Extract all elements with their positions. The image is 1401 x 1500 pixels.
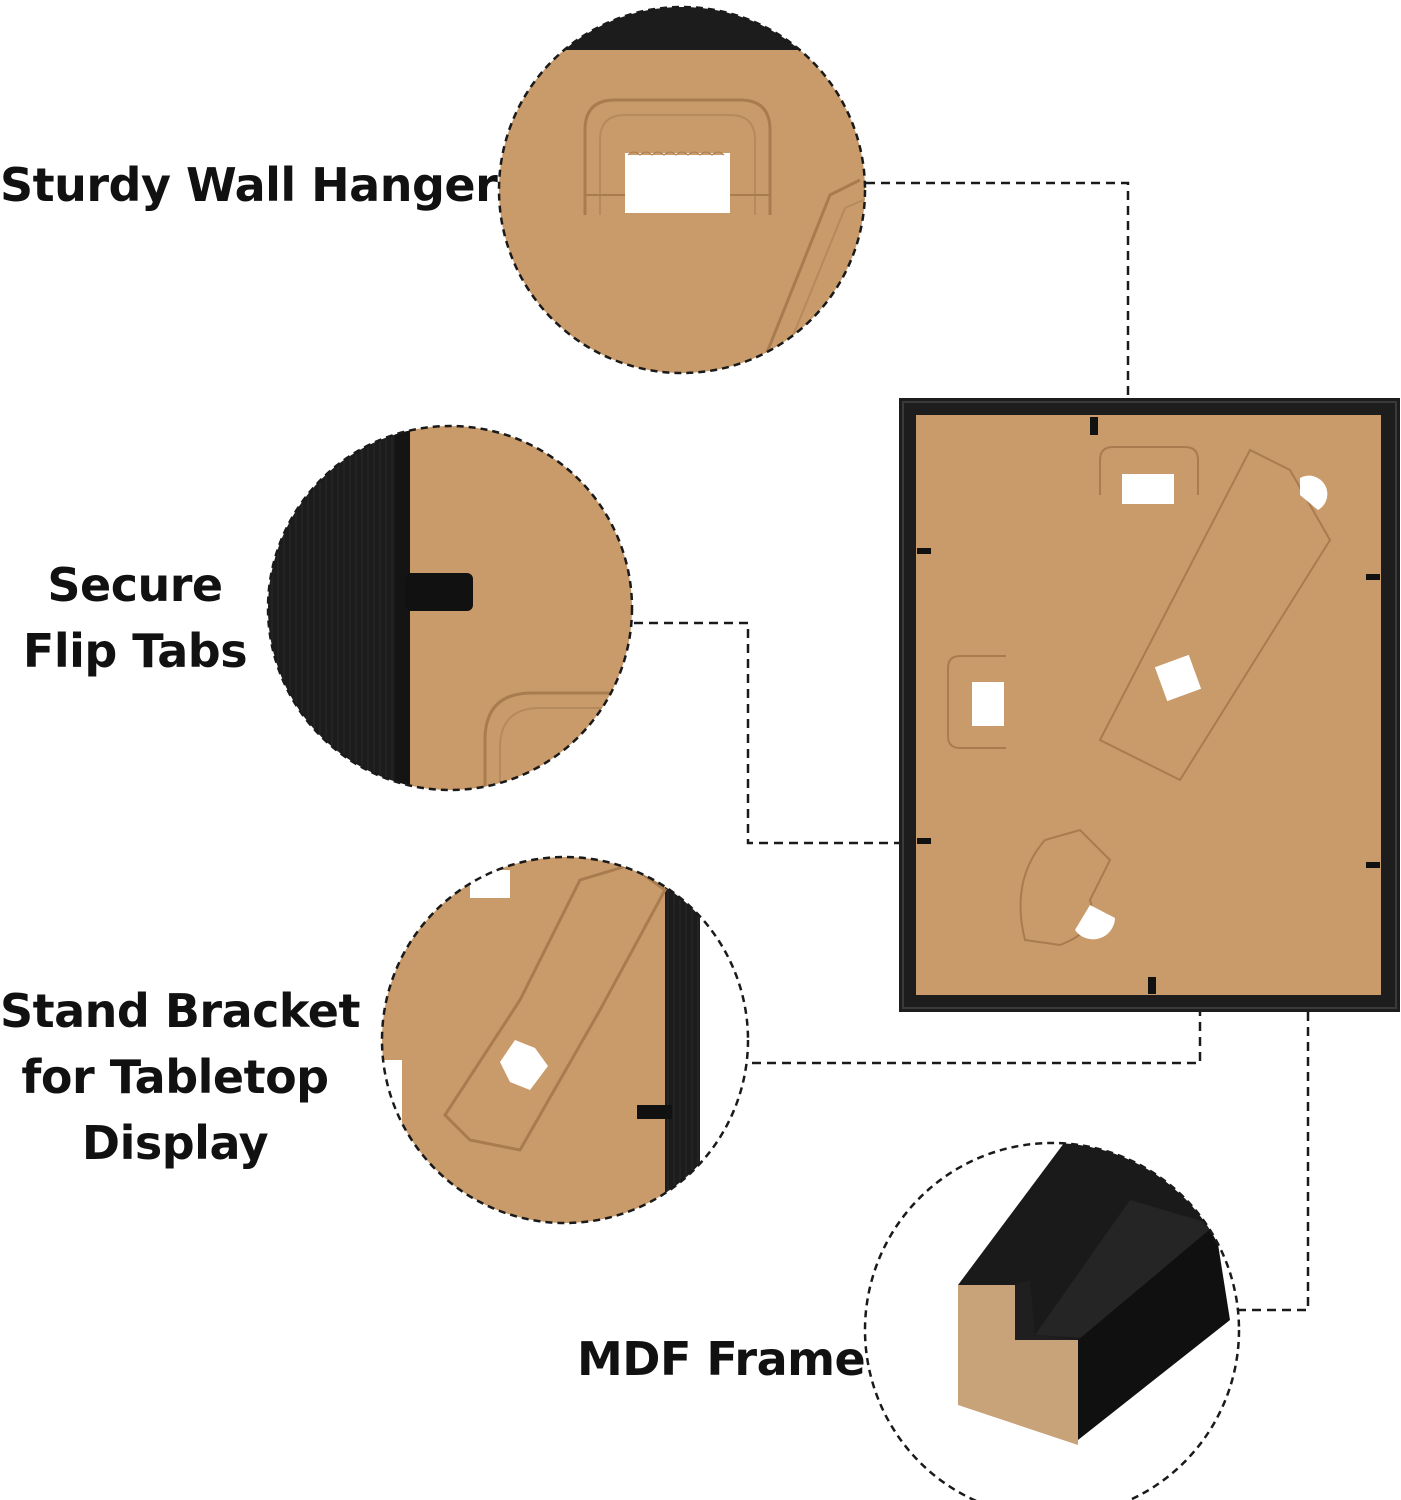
label-stand-bracket-line-1: Stand Bracket bbox=[0, 984, 360, 1038]
label-flip-tabs-line-1: Secure bbox=[47, 558, 223, 612]
label-flip-tabs-line-2: Flip Tabs bbox=[22, 624, 248, 678]
connector-mdf-frame bbox=[1237, 922, 1310, 1312]
detail-wall-hanger bbox=[497, 5, 867, 375]
detail-mdf-frame bbox=[863, 1141, 1241, 1500]
label-wall-hanger: Sturdy Wall Hanger bbox=[0, 158, 498, 212]
picture-frame-back bbox=[899, 398, 1400, 1012]
detail-stand-bracket bbox=[380, 855, 750, 1225]
connector-wall-hanger bbox=[866, 181, 1130, 478]
connector-lines bbox=[634, 181, 1310, 1312]
label-stand-bracket: Stand Bracket for Tabletop Display bbox=[0, 978, 360, 1176]
connector-flip-tabs bbox=[634, 621, 928, 845]
label-mdf-frame: MDF Frame bbox=[577, 1332, 866, 1386]
label-stand-bracket-line-2: for Tabletop bbox=[21, 1050, 329, 1104]
label-stand-bracket-line-3: Display bbox=[81, 1116, 269, 1170]
detail-flip-tabs bbox=[266, 424, 634, 792]
label-flip-tabs: Secure Flip Tabs bbox=[20, 552, 250, 684]
